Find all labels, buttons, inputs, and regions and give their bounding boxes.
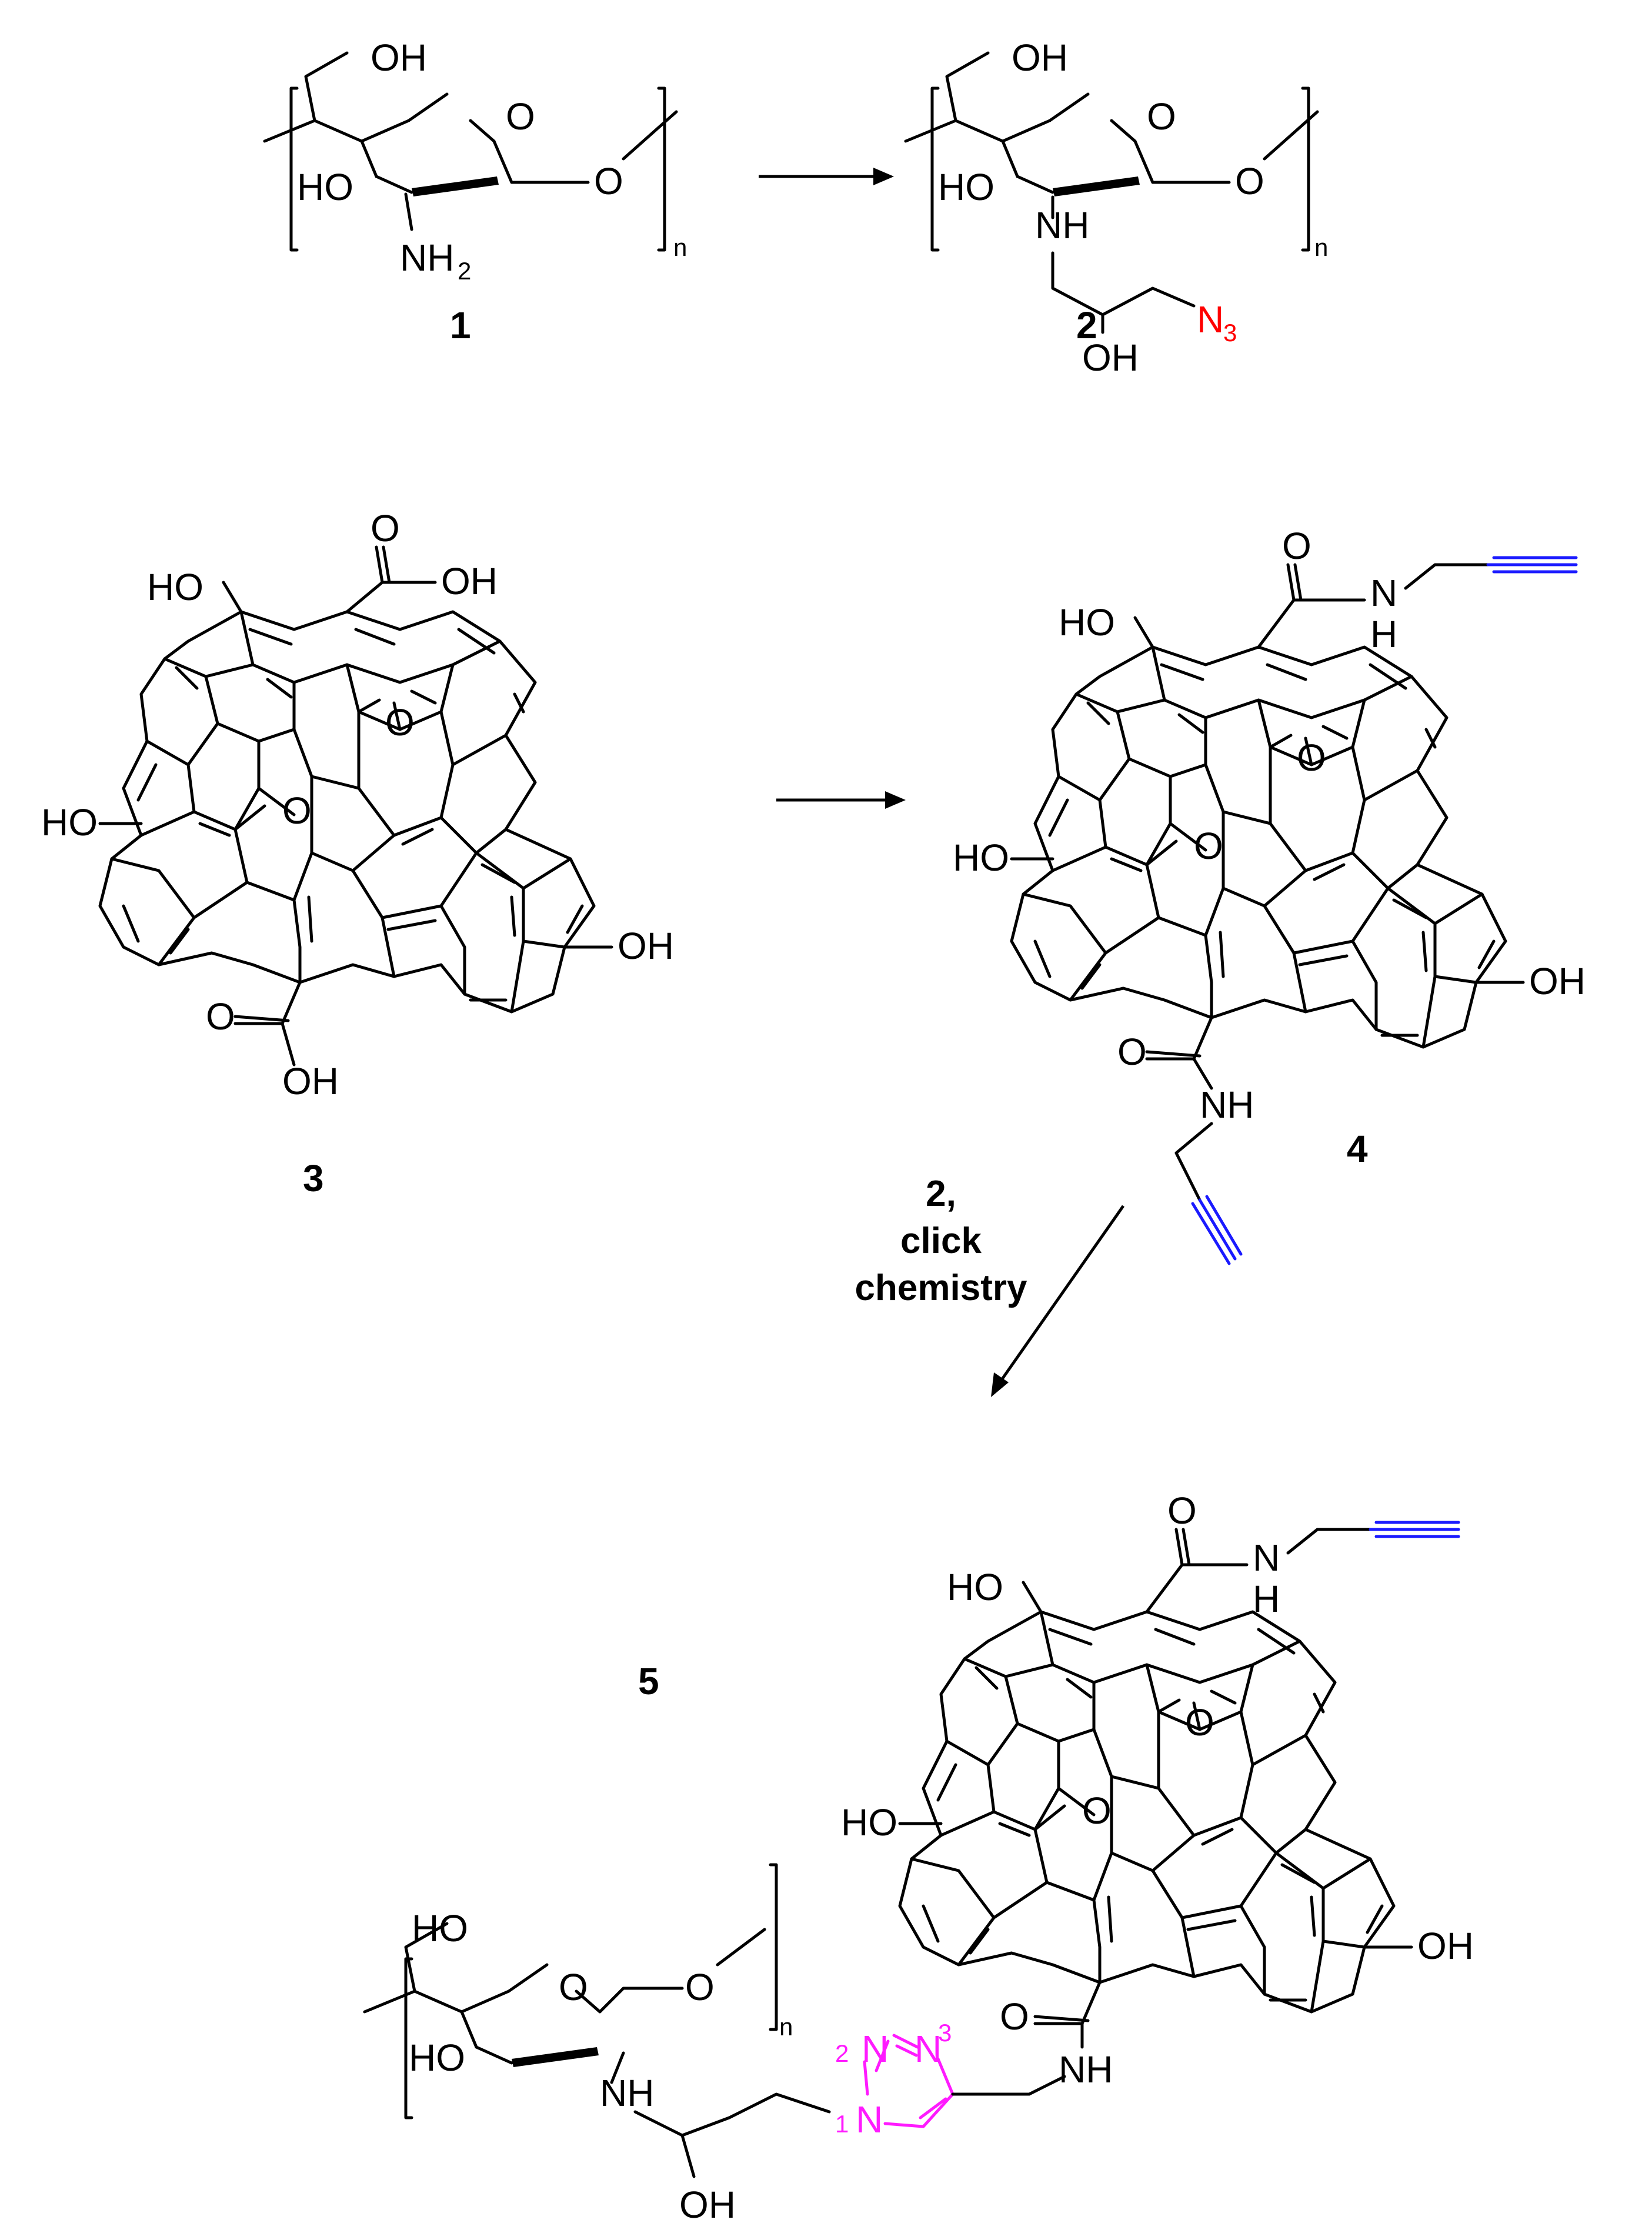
epoxide-2: O [1082,1789,1112,1832]
oh-right-label: OH [618,925,674,967]
nh2-subscript: 2 [458,257,471,285]
arrow-1-to-2 [759,168,894,185]
arrow-4-to-5: 2, click chemistry [855,1174,1125,1397]
amide-top-n: N [1253,1537,1280,1579]
epoxide-2: O [1194,825,1223,867]
amide-top-n: N [1370,572,1397,614]
oh-label: OH [1012,36,1068,79]
amide-top-h: H [1253,1578,1280,1620]
carboxyl-top-o: O [371,507,400,549]
amide-top-h: H [1370,613,1397,655]
triazole-n2: N [862,2028,889,2070]
repeat-n: n [673,234,687,261]
triazole-n1-locant: 1 [835,2110,849,2138]
bracket-left [289,86,299,252]
nh-label: NH [600,2072,654,2114]
condition-label: click [900,1221,982,1261]
compound-number: 1 [450,304,471,346]
ring-oxygen: O [506,95,535,138]
compound-number: 5 [638,1660,659,1702]
amide-bottom-nh: NH [1059,2048,1113,2091]
ho-top-label: HO [947,1566,1003,1608]
triazole-n3-locant: 3 [938,2019,952,2047]
compound-number: 3 [303,1157,324,1199]
bracket-right [1301,86,1310,252]
compound-number: 4 [1347,1128,1368,1170]
triazole-n1: N [856,2098,883,2141]
triazole-n2-locant: 2 [835,2039,849,2067]
oh-chain-label: OH [679,2184,736,2226]
triazole-n3: N [915,2028,942,2070]
amide-top-o: O [1282,525,1311,567]
bracket-left [930,86,940,252]
chitosan-unit: HO O O HO NH OH n [363,1863,831,2226]
carboxyl-bottom-oh: OH [282,1060,339,1102]
amide-bottom-o: O [1117,1031,1147,1073]
amide-bottom-o: O [1000,1995,1029,2038]
carboxyl-bottom-o: O [206,995,235,1038]
ho-left-label: HO [41,801,98,844]
compound-2: OH O HO O NH n OH N 3 2 [904,36,1328,379]
ho-top-label: HO [1059,601,1115,644]
repeat-n: n [1314,234,1328,261]
epoxide-1: O [1185,1701,1214,1744]
ho-left-label: HO [409,2037,465,2079]
glycosidic-oxygen: O [685,1966,715,2008]
compound-3: HO O OH HO O O OH O OH 3 [41,507,674,1199]
repeat-n: n [779,2013,793,2041]
glycosidic-oxygen: O [594,160,623,202]
triazole-ring: N N N 2 3 1 [835,2019,984,2141]
compound-5: HO O N H HO O O OH O NH N N N 2 3 1 [363,1489,1474,2226]
condition-label: chemistry [855,1268,1027,1308]
carboxyl-top-oh: OH [441,560,498,602]
azide-subscript: 3 [1223,319,1237,346]
ring-oxygen: O [559,1966,588,2008]
compound-number: 2 [1076,304,1097,346]
ho-left-label: HO [841,1801,897,1844]
epoxide-1: O [1297,736,1326,779]
epoxide-1: O [385,701,415,744]
bracket-right [657,86,666,252]
oh-chain-label: OH [1082,336,1139,379]
ho-label: HO [938,166,994,208]
glycosidic-oxygen: O [1235,160,1264,202]
azide-label: N [1197,298,1224,341]
amide-top-o: O [1167,1489,1197,1532]
epoxide-2: O [282,789,312,832]
oh-right-label: OH [1417,1925,1474,1967]
ho-left-label: HO [953,836,1009,879]
arrow-3-to-4 [776,791,906,809]
condition-reagent: 2, [926,1174,956,1214]
oh-label: OH [371,36,427,79]
ho-label: HO [297,166,353,208]
nh2-label: NH [400,236,454,279]
ho-top-label: HO [147,566,203,608]
amide-bottom-nh: NH [1200,1084,1254,1126]
ring-oxygen: O [1147,95,1176,138]
compound-4: HO O N H HO O O OH O NH 4 [953,525,1586,1265]
oh-right-label: OH [1529,960,1586,1002]
ho-top-label: HO [412,1907,468,1949]
nh-label: NH [1035,204,1089,246]
compound-1: OH O HO O NH 2 n 1 [263,36,687,346]
